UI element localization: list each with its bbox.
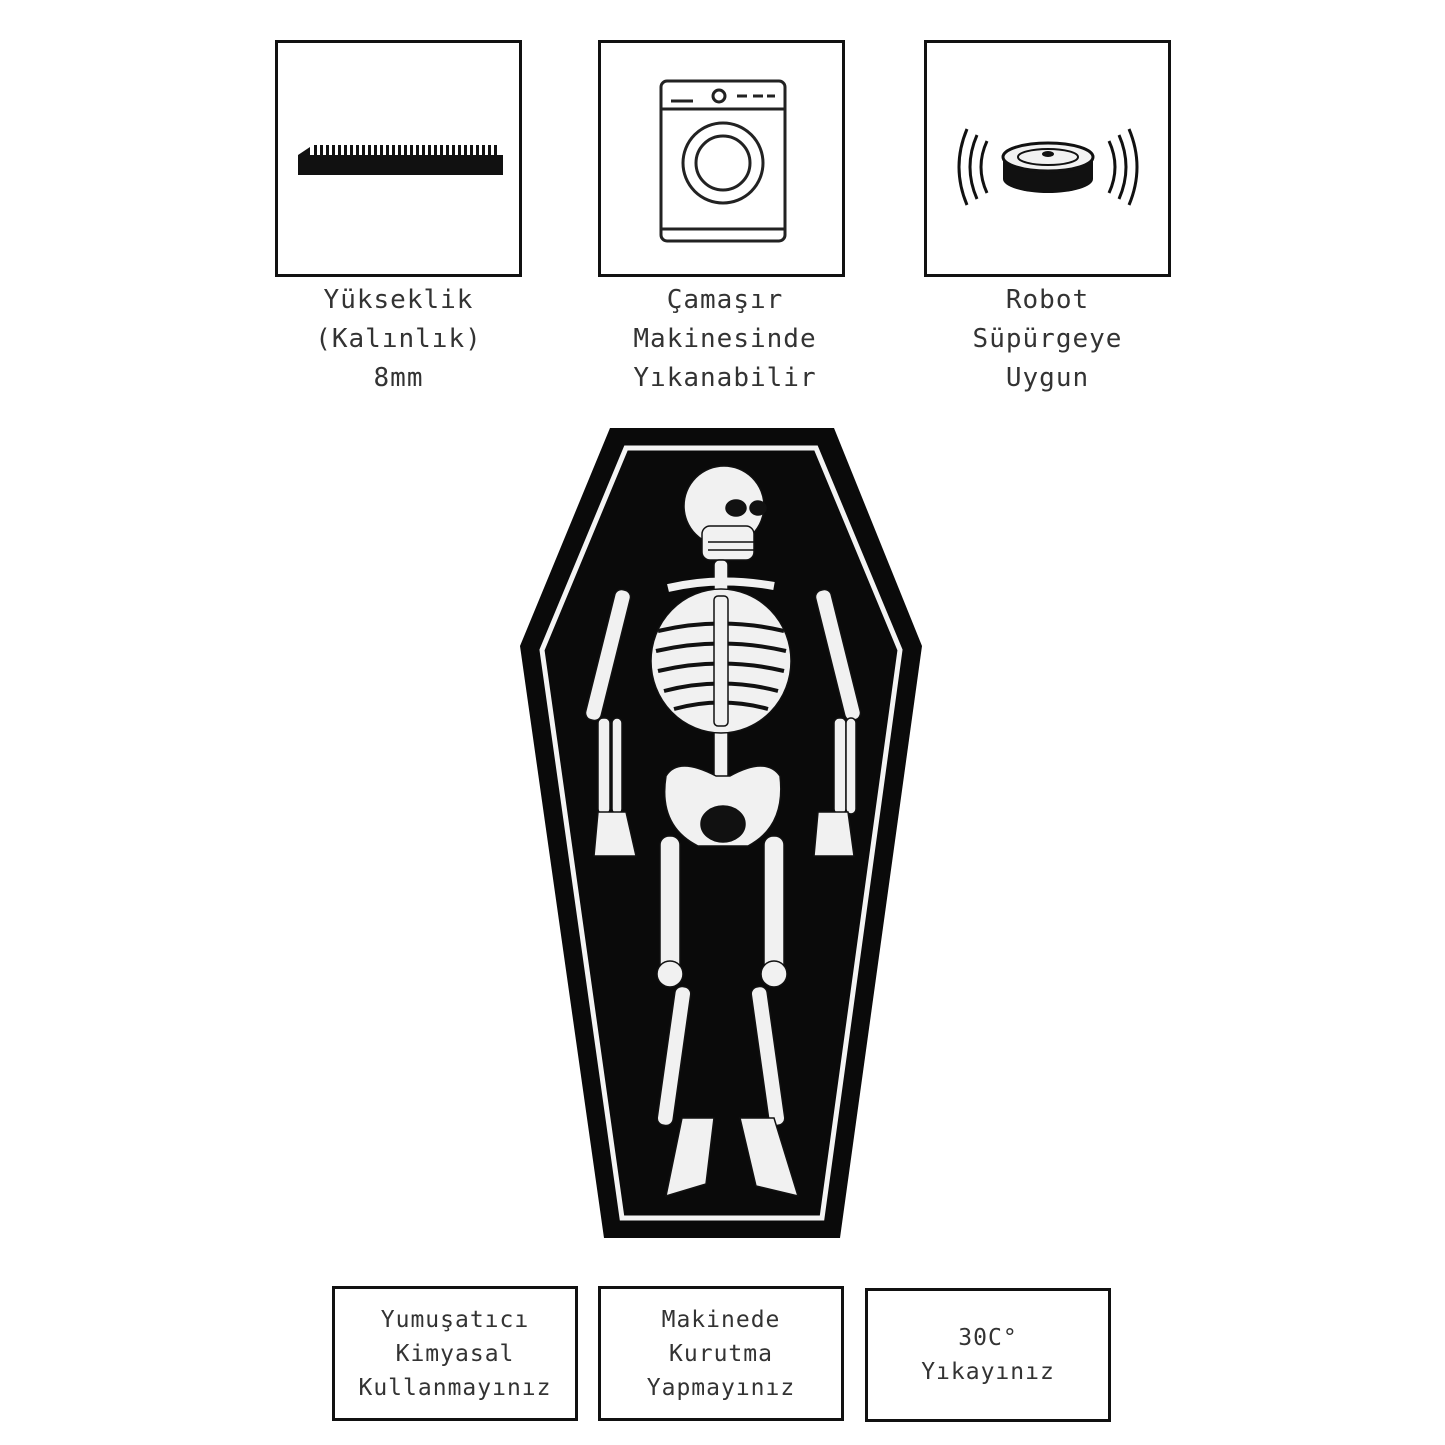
caption-line: Makinesinde [633,324,817,354]
care-line: Yıkayınız [921,1359,1055,1385]
robot-vacuum-icon [957,128,1139,206]
washing-machine-icon [659,79,787,243]
caption-line: Çamaşır [666,285,784,315]
machine-washable-caption: Çamaşır Makinesinde Yıkanabilir [598,281,852,398]
pile-height-box [275,40,522,277]
caption-line: Uygun [1005,363,1090,393]
caption-line: 8mm [373,363,424,393]
caption-line: Yıkanabilir [633,363,817,393]
care-line: Makinede [661,1306,781,1333]
caption-line: Yükseklik [323,285,474,315]
robot-vacuum-box [924,40,1171,277]
care-line: 30C° [958,1325,1018,1351]
care-line: Kullanmayınız [358,1374,552,1401]
no-softener-box: Yumuşatıcı Kimyasal Kullanmayınız [332,1286,578,1421]
care-line: Kimyasal [395,1340,515,1367]
caption-line: Robot [1005,285,1090,315]
care-line: Yumuşatıcı [380,1306,530,1333]
pile-height-caption: Yükseklik (Kalınlık) 8mm [275,281,522,398]
wash-30c-box: 30C° Yıkayınız [865,1288,1111,1422]
skeleton-coffin-rug [520,428,922,1238]
robot-vacuum-caption: Robot Süpürgeye Uygun [924,281,1171,398]
washing-machine-box [598,40,845,277]
caption-line: (Kalınlık) [315,324,482,354]
carpet-pile-icon [298,145,503,175]
caption-line: Süpürgeye [972,324,1123,354]
no-tumble-dry-box: Makinede Kurutma Yapmayınız [598,1286,844,1421]
care-line: Kurutma [669,1340,773,1367]
care-line: Yapmayınız [646,1374,796,1401]
